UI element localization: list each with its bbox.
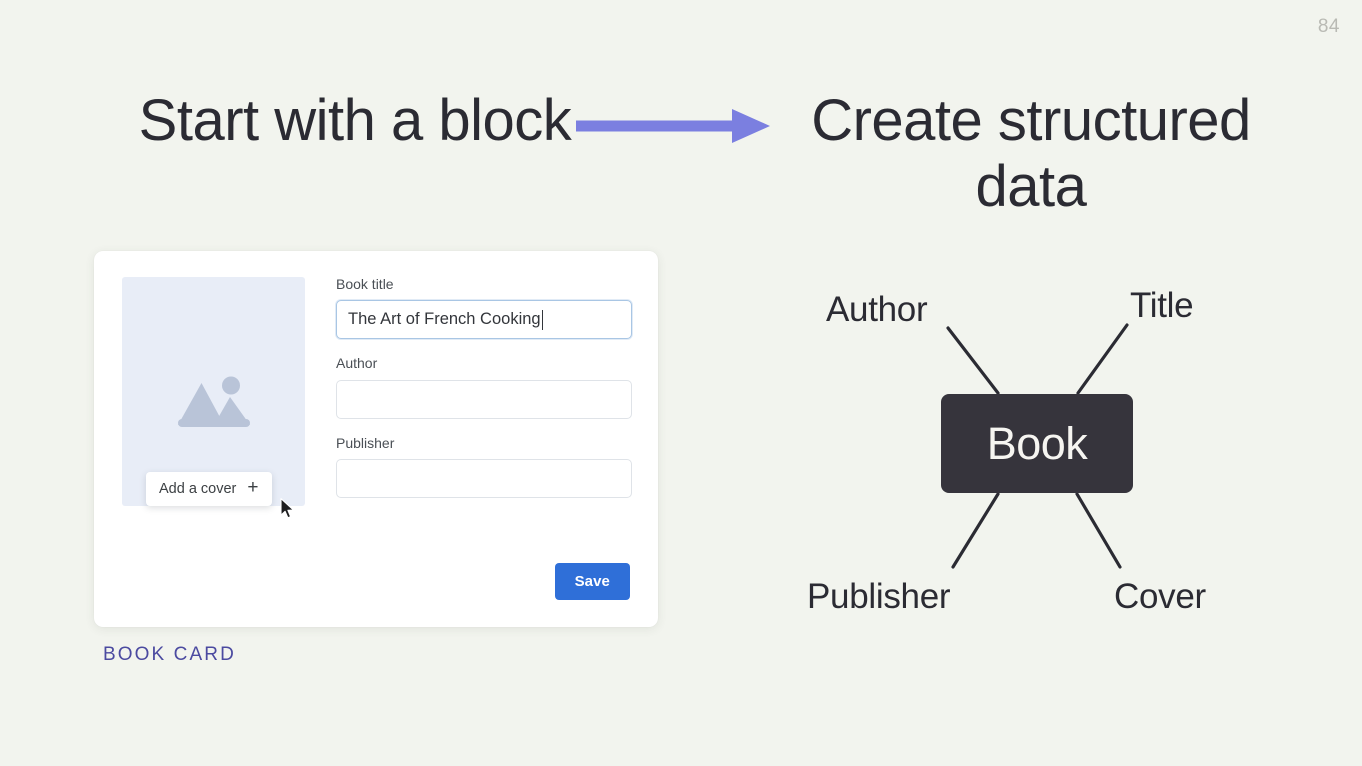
card-fields: Book title The Art of French Cooking Aut…	[336, 276, 632, 499]
author-input[interactable]	[336, 379, 632, 419]
diagram-node-book: Book	[941, 394, 1133, 493]
book-card-caption: BOOK CARD	[103, 644, 236, 665]
field-label-author: Author	[336, 355, 378, 372]
heading-right: Create structured data	[811, 88, 1251, 219]
diagram-label-author: Author	[826, 290, 928, 329]
book-card: Add a cover + Book title The Art of Fren…	[94, 251, 658, 627]
arrow-right-icon	[572, 104, 774, 148]
heading-left: Start with a block	[138, 88, 572, 153]
book-title-value: The Art of French Cooking	[348, 310, 541, 329]
diagram-node-book-label: Book	[986, 418, 1088, 469]
add-cover-button[interactable]: Add a cover +	[146, 472, 272, 506]
plus-icon: +	[247, 477, 259, 498]
field-label-book-title: Book title	[336, 276, 394, 292]
structured-data-diagram: Book Author Title Publisher Cover	[790, 265, 1260, 635]
cover-placeholder[interactable]: Add a cover +	[122, 277, 305, 519]
add-cover-label: Add a cover	[159, 480, 237, 497]
field-group-publisher: Publisher	[336, 434, 632, 499]
diagram-label-publisher: Publisher	[807, 577, 951, 616]
diagram-label-cover: Cover	[1114, 577, 1206, 616]
field-label-publisher: Publisher	[336, 434, 395, 451]
mouse-cursor-icon	[280, 498, 296, 520]
diagram-connector-lines	[946, 323, 1129, 569]
page-number: 84	[1317, 16, 1340, 37]
field-group-book-title: Book title The Art of French Cooking	[336, 276, 632, 340]
text-caret	[541, 309, 543, 330]
diagram-label-title: Title	[1130, 286, 1194, 325]
image-placeholder-icon	[176, 373, 252, 431]
publisher-input[interactable]	[336, 459, 632, 499]
save-button[interactable]: Save	[554, 563, 630, 600]
book-title-input[interactable]: The Art of French Cooking	[336, 300, 632, 340]
card-actions: Save	[336, 563, 630, 600]
field-group-author: Author	[336, 355, 632, 419]
